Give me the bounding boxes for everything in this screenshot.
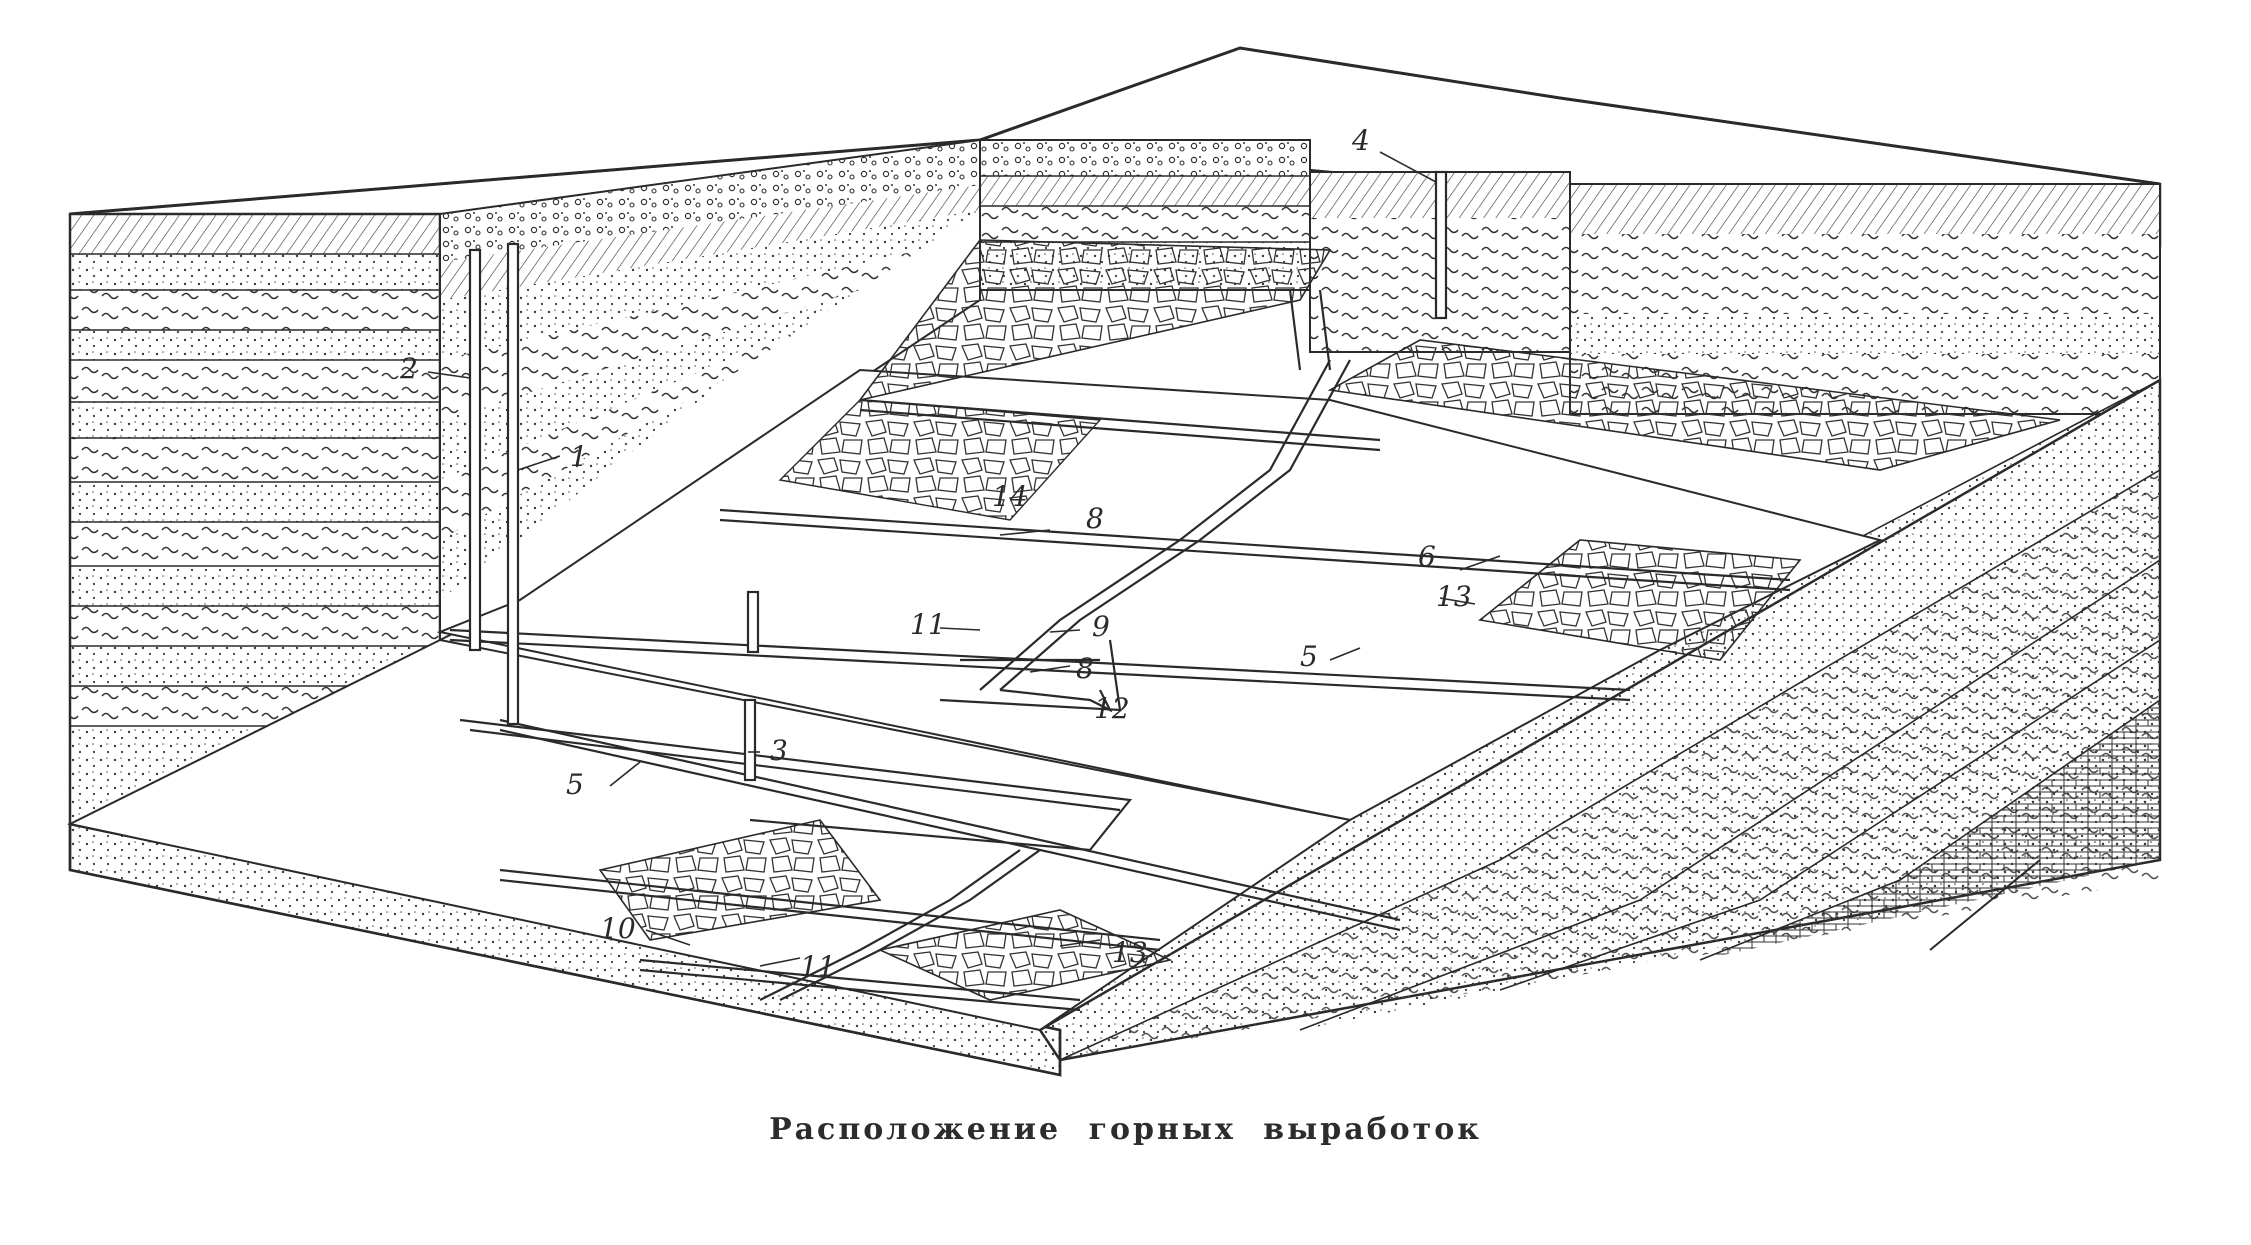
label-8-lower: 8: [1076, 652, 1094, 685]
figure-caption: Расположение горных выработок: [769, 1112, 1482, 1147]
label-14: 14: [992, 480, 1028, 513]
callout-labels: 2 1 4 14 8 6 13 11 9 5 8 12 3 5 10 11 13: [399, 124, 1472, 983]
shaft-2: [468, 248, 482, 652]
upper-level-floor: [436, 239, 2061, 822]
mine-workings: [449, 289, 1791, 1012]
shaft-1: [506, 242, 520, 726]
label-13-lower: 13: [1112, 936, 1148, 969]
label-5-upper: 5: [1300, 640, 1318, 673]
label-1: 1: [570, 440, 588, 473]
label-11-upper: 11: [910, 608, 946, 641]
label-10: 10: [600, 912, 636, 945]
label-9: 9: [1092, 610, 1110, 643]
label-12: 12: [1094, 692, 1130, 725]
right-front-strata: [1038, 377, 2162, 1062]
label-8-upper: 8: [1086, 502, 1104, 535]
shaft-3: [743, 698, 757, 782]
label-2: 2: [399, 352, 418, 385]
label-4: 4: [1351, 124, 1370, 157]
leader-lines: [427, 151, 1501, 967]
shafts: [468, 170, 1448, 782]
label-3: 3: [770, 734, 788, 767]
label-6: 6: [1418, 540, 1436, 573]
label-13-upper: 13: [1436, 580, 1472, 613]
left-back-wall: [439, 138, 981, 642]
label-5-lower: 5: [566, 768, 584, 801]
label-11-lower: 11: [800, 950, 836, 983]
shaft-4: [1434, 170, 1448, 320]
blind-shaft: [746, 590, 760, 654]
terrain-block: [68, 46, 2162, 1077]
